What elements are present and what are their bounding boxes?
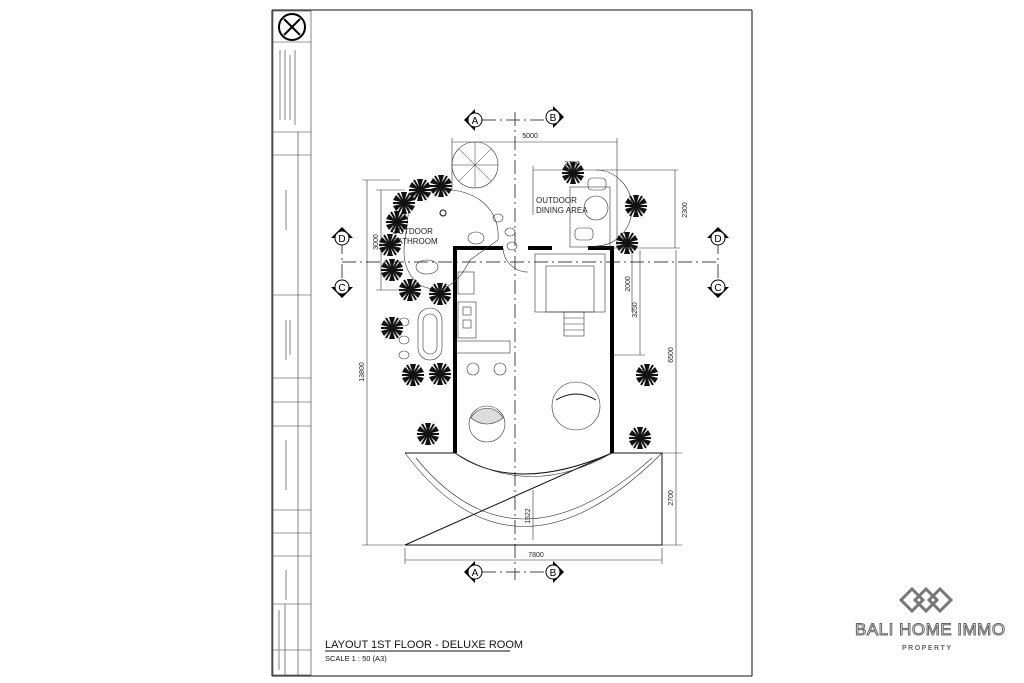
svg-text:C: C: [338, 283, 345, 294]
dim-6500: 6500: [668, 347, 675, 363]
svg-text:DINING AREA: DINING AREA: [536, 206, 588, 215]
svg-text:B: B: [550, 113, 557, 124]
svg-text:D: D: [338, 234, 345, 245]
svg-text:OUTDOOR: OUTDOOR: [392, 227, 433, 236]
building-walls: [453, 246, 614, 453]
section-marker-d-right: D: [706, 226, 730, 246]
logo-x-icon: [283, 18, 301, 36]
dim-3000: 3000: [373, 234, 380, 250]
round-sofa: [551, 381, 601, 431]
svg-text:BATHROOM: BATHROOM: [392, 237, 438, 246]
section-marker-b-bottom: B: [545, 560, 565, 584]
dining-table: [583, 195, 609, 221]
section-marker-c-right: C: [706, 279, 730, 299]
dimension-lines: [362, 138, 682, 564]
svg-text:OUTDOOR: OUTDOOR: [536, 196, 577, 205]
round-chair: [468, 405, 506, 443]
drawing-title: LAYOUT 1ST FLOOR - DELUXE ROOM: [325, 639, 523, 651]
terrace: [404, 452, 663, 546]
svg-text:D: D: [714, 234, 721, 245]
tree-icons: [378, 161, 659, 450]
svg-text:C: C: [714, 283, 721, 294]
bathtub: [417, 307, 443, 361]
dim-13800: 13800: [359, 362, 366, 382]
section-marker-d-left: D: [330, 226, 354, 246]
section-marker-a-top: A: [463, 108, 483, 132]
dim-3250: 3250: [632, 302, 639, 318]
svg-text:B: B: [550, 568, 557, 579]
section-marker-b-top: B: [545, 105, 565, 129]
drawing-scale: SCALE 1 : 50 (A3): [325, 654, 387, 663]
furniture: [455, 253, 606, 443]
outdoor-dining: OUTDOOR DINING AREA: [536, 169, 633, 248]
logo-name: BALI HOME IMMO: [855, 620, 1006, 640]
section-marker-a-bottom: A: [463, 560, 483, 584]
logo-subtitle: PROPERTY: [902, 645, 953, 652]
section-marker-c-left: C: [330, 279, 354, 299]
dim-2700: 2700: [668, 490, 675, 506]
svg-text:A: A: [472, 116, 479, 127]
svg-text:A: A: [472, 568, 479, 579]
desk: [455, 340, 511, 354]
dim-5000: 5000: [522, 133, 538, 140]
dim-7800: 7800: [528, 552, 544, 559]
dim-1522: 1522: [525, 508, 532, 524]
sheet-border: [271, 9, 753, 677]
title-block: [272, 10, 312, 676]
dim-2300: 2300: [682, 202, 689, 218]
dim-2000: 2000: [625, 276, 632, 292]
bed: [534, 253, 606, 313]
logo-diamonds-icon: [898, 586, 954, 614]
dim-2350: 2350: [564, 161, 580, 168]
wardrobe: [457, 301, 477, 339]
